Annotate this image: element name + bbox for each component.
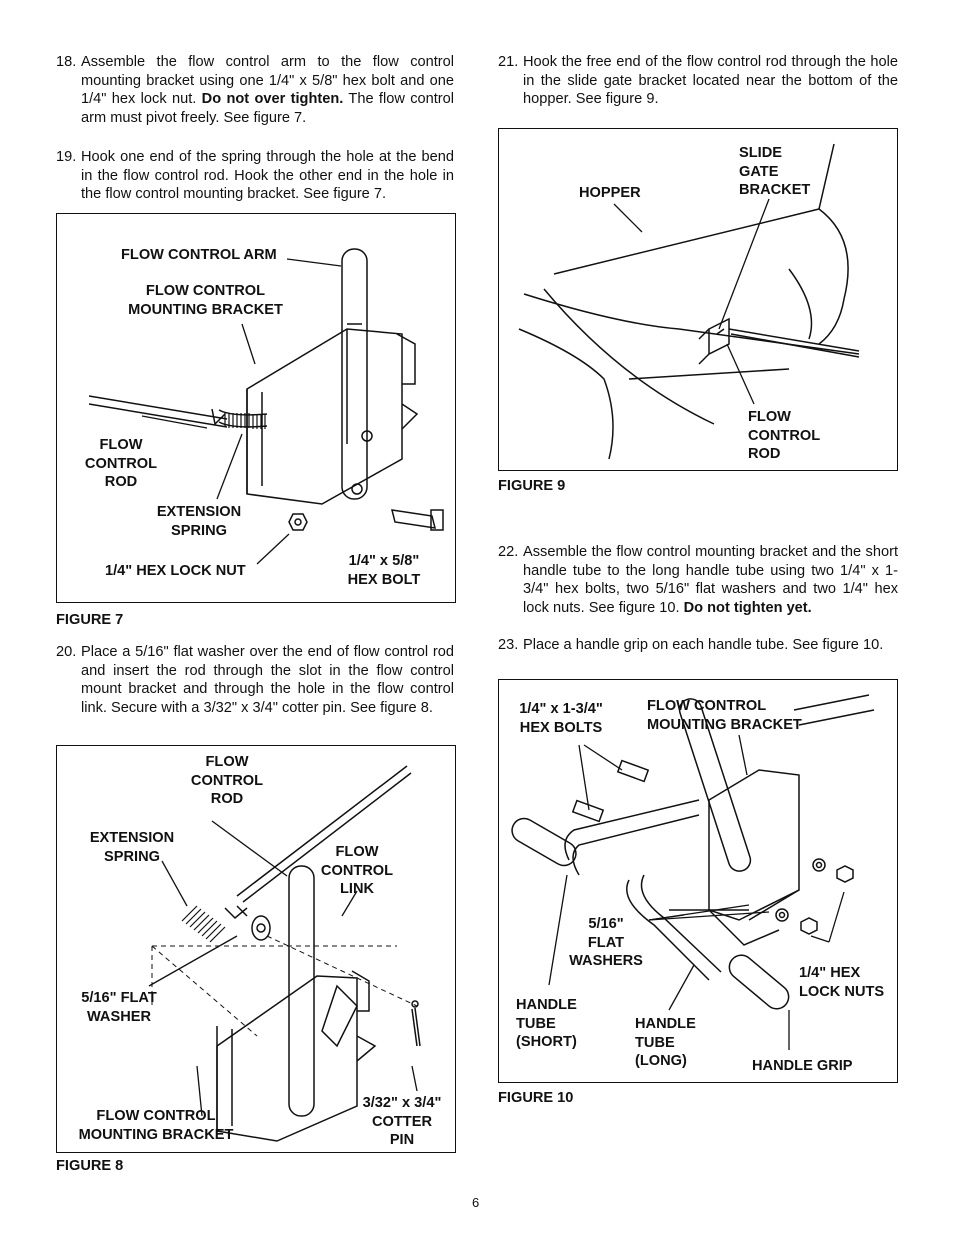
- step-warning: Do not tighten yet.: [683, 599, 812, 616]
- label-slide-gate-bracket: SLIDE GATE BRACKET: [739, 145, 811, 199]
- step-18: 18. Assemble the flow control arm to the…: [56, 53, 454, 127]
- step-text: Hook one end of the spring through the h…: [81, 149, 454, 203]
- figure-9-illustration: [518, 143, 860, 460]
- label-flow-control-rod: FLOW CONTROL ROD: [748, 409, 821, 463]
- step-text-cont: The flow control arm must pivot freely. …: [81, 91, 454, 126]
- step-21: 21. Hook the free end of the flow contro…: [498, 53, 898, 109]
- label-flow-control-rod: FLOW CONTROL ROD: [190, 754, 264, 808]
- label-extension-spring: EXTENSION SPRING: [156, 504, 242, 539]
- label-handle-tube-long: HANDLE TUBE (LONG): [635, 1016, 696, 1070]
- step-number: 22.: [498, 544, 519, 560]
- label-flow-control-arm: FLOW CONTROL ARM: [121, 247, 277, 263]
- figure-9-caption: FIGURE 9: [498, 478, 566, 494]
- label-flat-washer: 5/16" FLAT WASHER: [81, 990, 157, 1025]
- label-hex-lock-nut: 1/4" HEX LOCK NUT: [105, 563, 246, 579]
- step-number: 23.: [498, 637, 519, 653]
- label-extension-spring: EXTENSION SPRING: [89, 830, 175, 865]
- step-20: 20. Place a 5/16" flat washer over the e…: [56, 643, 454, 717]
- figure-10-caption: FIGURE 10: [498, 1090, 574, 1106]
- label-cotter-pin: 3/32" x 3/4" COTTER PIN: [362, 1095, 442, 1149]
- label-flat-washers: 5/16" FLAT WASHERS: [569, 916, 643, 970]
- step-text: Place a handle grip on each handle tube.…: [523, 637, 884, 653]
- figure-8-illustration: [148, 765, 421, 1142]
- step-19: 19. Hook one end of the spring through t…: [56, 148, 454, 204]
- step-text: Place a 5/16" flat washer over the end o…: [81, 644, 454, 716]
- figure-8-caption: FIGURE 8: [56, 1158, 124, 1174]
- label-hopper: HOPPER: [579, 185, 641, 201]
- label-hex-lock-nuts: 1/4" HEX LOCK NUTS: [799, 965, 885, 1000]
- label-handle-grip: HANDLE GRIP: [752, 1058, 853, 1074]
- step-number: 21.: [498, 54, 519, 70]
- step-number: 19.: [56, 149, 77, 165]
- figure-9: HOPPER SLIDE GATE BRACKET FLOW CONTROL R…: [498, 128, 898, 471]
- step-number: 18.: [56, 54, 77, 70]
- label-flow-control-link: FLOW CONTROL LINK: [320, 844, 394, 898]
- label-mounting-bracket: FLOW CONTROL MOUNTING BRACKET: [128, 283, 283, 318]
- step-text: Assemble the flow control arm to the flo…: [81, 54, 454, 108]
- label-handle-tube-short: HANDLE TUBE (SHORT): [516, 997, 577, 1051]
- step-text: Hook the free end of the flow control ro…: [523, 54, 898, 108]
- step-22: 22. Assemble the flow control mounting b…: [498, 543, 898, 617]
- figure-8: FLOW CONTROL ROD EXTENSION SPRING FLOW C…: [56, 745, 456, 1153]
- figure-7-caption: FIGURE 7: [56, 612, 124, 628]
- figure-7: FLOW CONTROL ARM FLOW CONTROL MOUNTING B…: [56, 213, 456, 603]
- label-mounting-bracket: FLOW CONTROL MOUNTING BRACKET: [78, 1108, 234, 1143]
- page-number: 6: [472, 1195, 480, 1210]
- figure-10: 1/4" x 1-3/4" HEX BOLTS FLOW CONTROL MOU…: [498, 679, 898, 1083]
- step-23: 23. Place a handle grip on each handle t…: [498, 636, 898, 655]
- step-warning: Do not over tighten.: [201, 91, 344, 108]
- step-number: 20.: [56, 644, 77, 660]
- label-mounting-bracket: FLOW CONTROL MOUNTING BRACKET: [647, 698, 802, 733]
- label-hex-bolt: 1/4" x 5/8" HEX BOLT: [347, 553, 421, 588]
- label-hex-bolts: 1/4" x 1-3/4" HEX BOLTS: [519, 701, 603, 736]
- step-text: Assemble the flow control mounting brack…: [523, 544, 898, 616]
- figure-7-illustration: [88, 248, 444, 565]
- figure-10-illustration: [511, 694, 875, 1050]
- label-flow-control-rod: FLOW CONTROL ROD: [84, 437, 158, 491]
